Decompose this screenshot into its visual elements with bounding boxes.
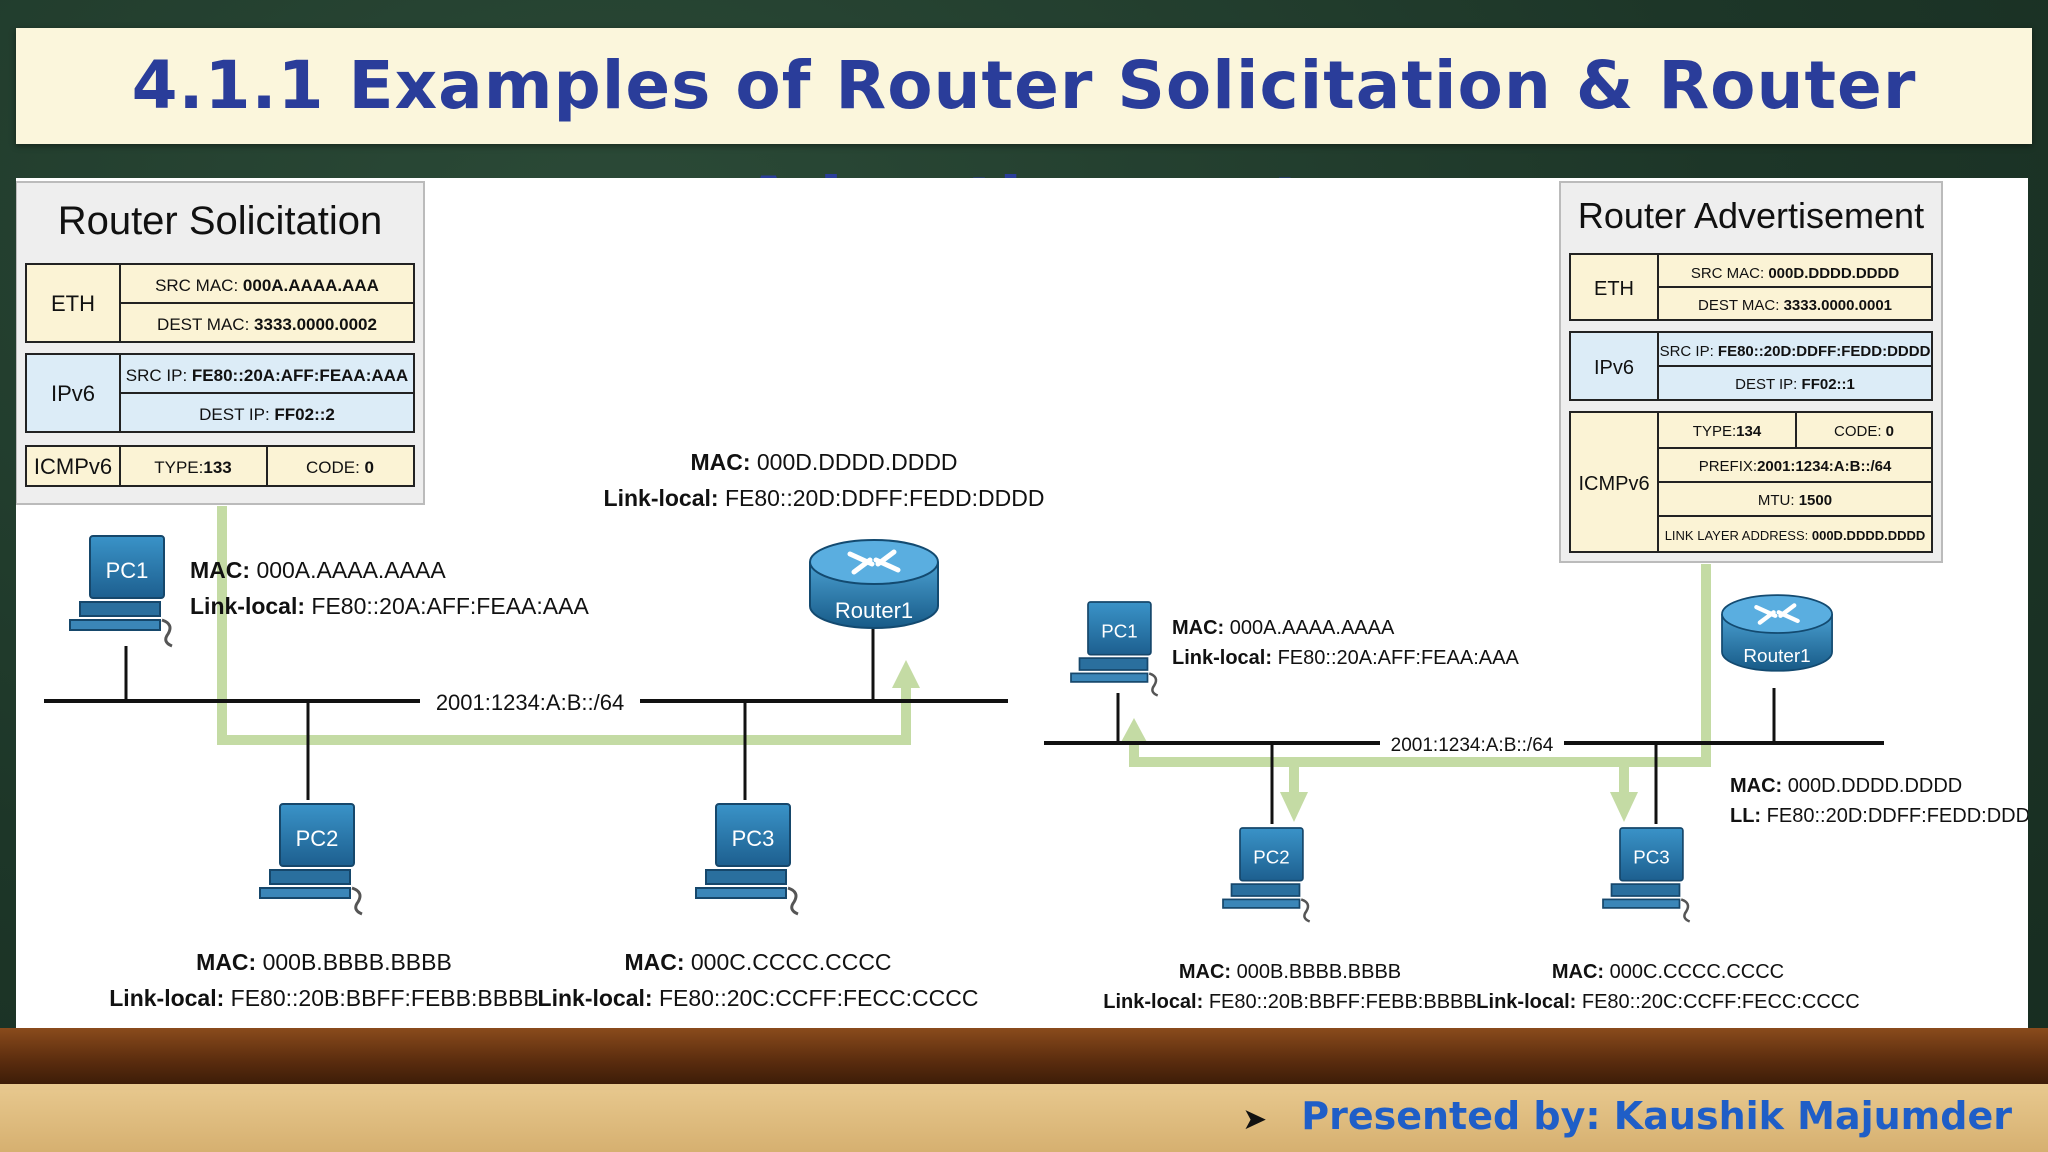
- title-banner: 4.1.1 Examples of Router Solicitation & …: [16, 28, 2032, 240]
- rs-packet-box: Router Solicitation ETH SRC MAC: 000A.AA…: [16, 181, 425, 505]
- rs-flow-arrow: [217, 506, 920, 745]
- diagram-panel: Router Solicitation ETH SRC MAC: 000A.AA…: [16, 178, 2028, 1028]
- left-router-mac: MAC: 000D.DDDD.DDDD: [690, 449, 957, 475]
- rs-dest-ip: DEST IP: FF02::2: [199, 405, 335, 424]
- right-pc3-icon: PC3: [1601, 826, 1691, 923]
- left-pc1-icon: PC1: [68, 534, 174, 648]
- svg-text:PC1: PC1: [106, 558, 149, 583]
- right-router-icon: Router1: [1722, 595, 1832, 671]
- svg-text:PC2: PC2: [1253, 847, 1289, 868]
- right-router-ll: LL: FE80::20D:DDFF:FEDD:DDDD: [1730, 805, 2028, 827]
- rs-type: TYPE:133: [154, 458, 232, 477]
- left-pc3-icon: PC3: [694, 802, 800, 916]
- ra-dest-mac: DEST MAC: 3333.0000.0001: [1698, 297, 1892, 314]
- right-pc3-ll: Link-local: FE80::20C:CCFF:FECC:CCCC: [1476, 991, 1859, 1013]
- left-pc1-ll: Link-local: FE80::20A:AFF:FEAA:AAA: [190, 593, 589, 619]
- left-pc3-mac: MAC: 000C.CCCC.CCCC: [624, 949, 891, 975]
- ra-prefix: PREFIX:2001:1234:A:B::/64: [1699, 458, 1892, 475]
- ra-packet-box: Router Advertisement ETH SRC MAC: 000D.D…: [1559, 181, 1943, 563]
- network-diagram: Router Solicitation ETH SRC MAC: 000A.AA…: [16, 181, 2028, 1013]
- ra-lla: LINK LAYER ADDRESS: 000D.DDDD.DDDD: [1665, 528, 1926, 543]
- ra-ipv6-label: IPv6: [1594, 357, 1634, 379]
- ra-type: TYPE:134: [1693, 423, 1762, 440]
- footer-strip: [0, 1084, 2048, 1152]
- ra-code: CODE: 0: [1834, 423, 1894, 440]
- presenter-credit: ➤ Presented by: Kaushik Majumder: [1242, 1094, 2012, 1138]
- rs-dest-mac: DEST MAC: 3333.0000.0002: [157, 315, 377, 334]
- rs-icmp-label: ICMPv6: [34, 454, 112, 479]
- svg-text:PC1: PC1: [1101, 621, 1137, 642]
- arrow-bullet-icon: ➤: [1242, 1102, 1268, 1137]
- left-pc1-mac: MAC: 000A.AAAA.AAAA: [190, 557, 446, 583]
- rs-ipv6-label: IPv6: [51, 381, 95, 406]
- right-pc3-mac: MAC: 000C.CCCC.CCCC: [1552, 961, 1784, 983]
- right-pc1-mac: MAC: 000A.AAAA.AAAA: [1172, 617, 1395, 639]
- ra-heading: Router Advertisement: [1578, 195, 1924, 236]
- rs-eth-label: ETH: [51, 291, 95, 316]
- svg-text:PC3: PC3: [1633, 847, 1669, 868]
- left-router-ll: Link-local: FE80::20D:DDFF:FEDD:DDDD: [604, 485, 1045, 511]
- presenter-text: Presented by: Kaushik Majumder: [1301, 1094, 2012, 1138]
- right-router-mac: MAC: 000D.DDDD.DDDD: [1730, 775, 1962, 797]
- ra-src-mac: SRC MAC: 000D.DDDD.DDDD: [1691, 265, 1900, 282]
- rs-src-mac: SRC MAC: 000A.AAAA.AAA: [155, 276, 379, 295]
- svg-text:Router1: Router1: [1743, 646, 1810, 667]
- svg-text:PC2: PC2: [296, 826, 339, 851]
- chalk-shelf: [0, 1028, 2048, 1084]
- rs-src-ip: SRC IP: FE80::20A:AFF:FEAA:AAA: [126, 366, 408, 385]
- left-pc2-ll: Link-local: FE80::20B:BBFF:FEBB:BBBB: [109, 985, 538, 1011]
- rs-heading: Router Solicitation: [58, 199, 383, 243]
- left-pc3-ll: Link-local: FE80::20C:CCFF:FECC:CCCC: [538, 985, 979, 1011]
- ra-dest-ip: DEST IP: FF02::1: [1735, 376, 1855, 393]
- left-router-icon: Router1: [810, 540, 938, 628]
- right-pc2-mac: MAC: 000B.BBBB.BBBB: [1179, 961, 1401, 983]
- ra-src-ip: SRC IP: FE80::20D:DDFF:FEDD:DDDD: [1660, 343, 1931, 360]
- left-network-label: 2001:1234:A:B::/64: [436, 690, 624, 715]
- left-pc2-mac: MAC: 000B.BBBB.BBBB: [196, 949, 452, 975]
- ra-icmp-label: ICMPv6: [1578, 473, 1649, 495]
- right-network-label: 2001:1234:A:B::/64: [1391, 735, 1554, 756]
- right-pc1-icon: PC1: [1069, 600, 1159, 697]
- svg-text:Router1: Router1: [835, 598, 913, 623]
- right-pc1-ll: Link-local: FE80::20A:AFF:FEAA:AAA: [1172, 647, 1519, 669]
- right-pc2-ll: Link-local: FE80::20B:BBFF:FEBB:BBBB: [1103, 991, 1476, 1013]
- right-pc2-icon: PC2: [1221, 826, 1311, 923]
- ra-eth-label: ETH: [1594, 278, 1634, 300]
- rs-code: CODE: 0: [306, 458, 374, 477]
- ra-mtu: MTU: 1500: [1758, 492, 1832, 509]
- ra-flow-arrow: [1120, 564, 1711, 822]
- left-pc2-icon: PC2: [258, 802, 364, 916]
- svg-text:PC3: PC3: [732, 826, 775, 851]
